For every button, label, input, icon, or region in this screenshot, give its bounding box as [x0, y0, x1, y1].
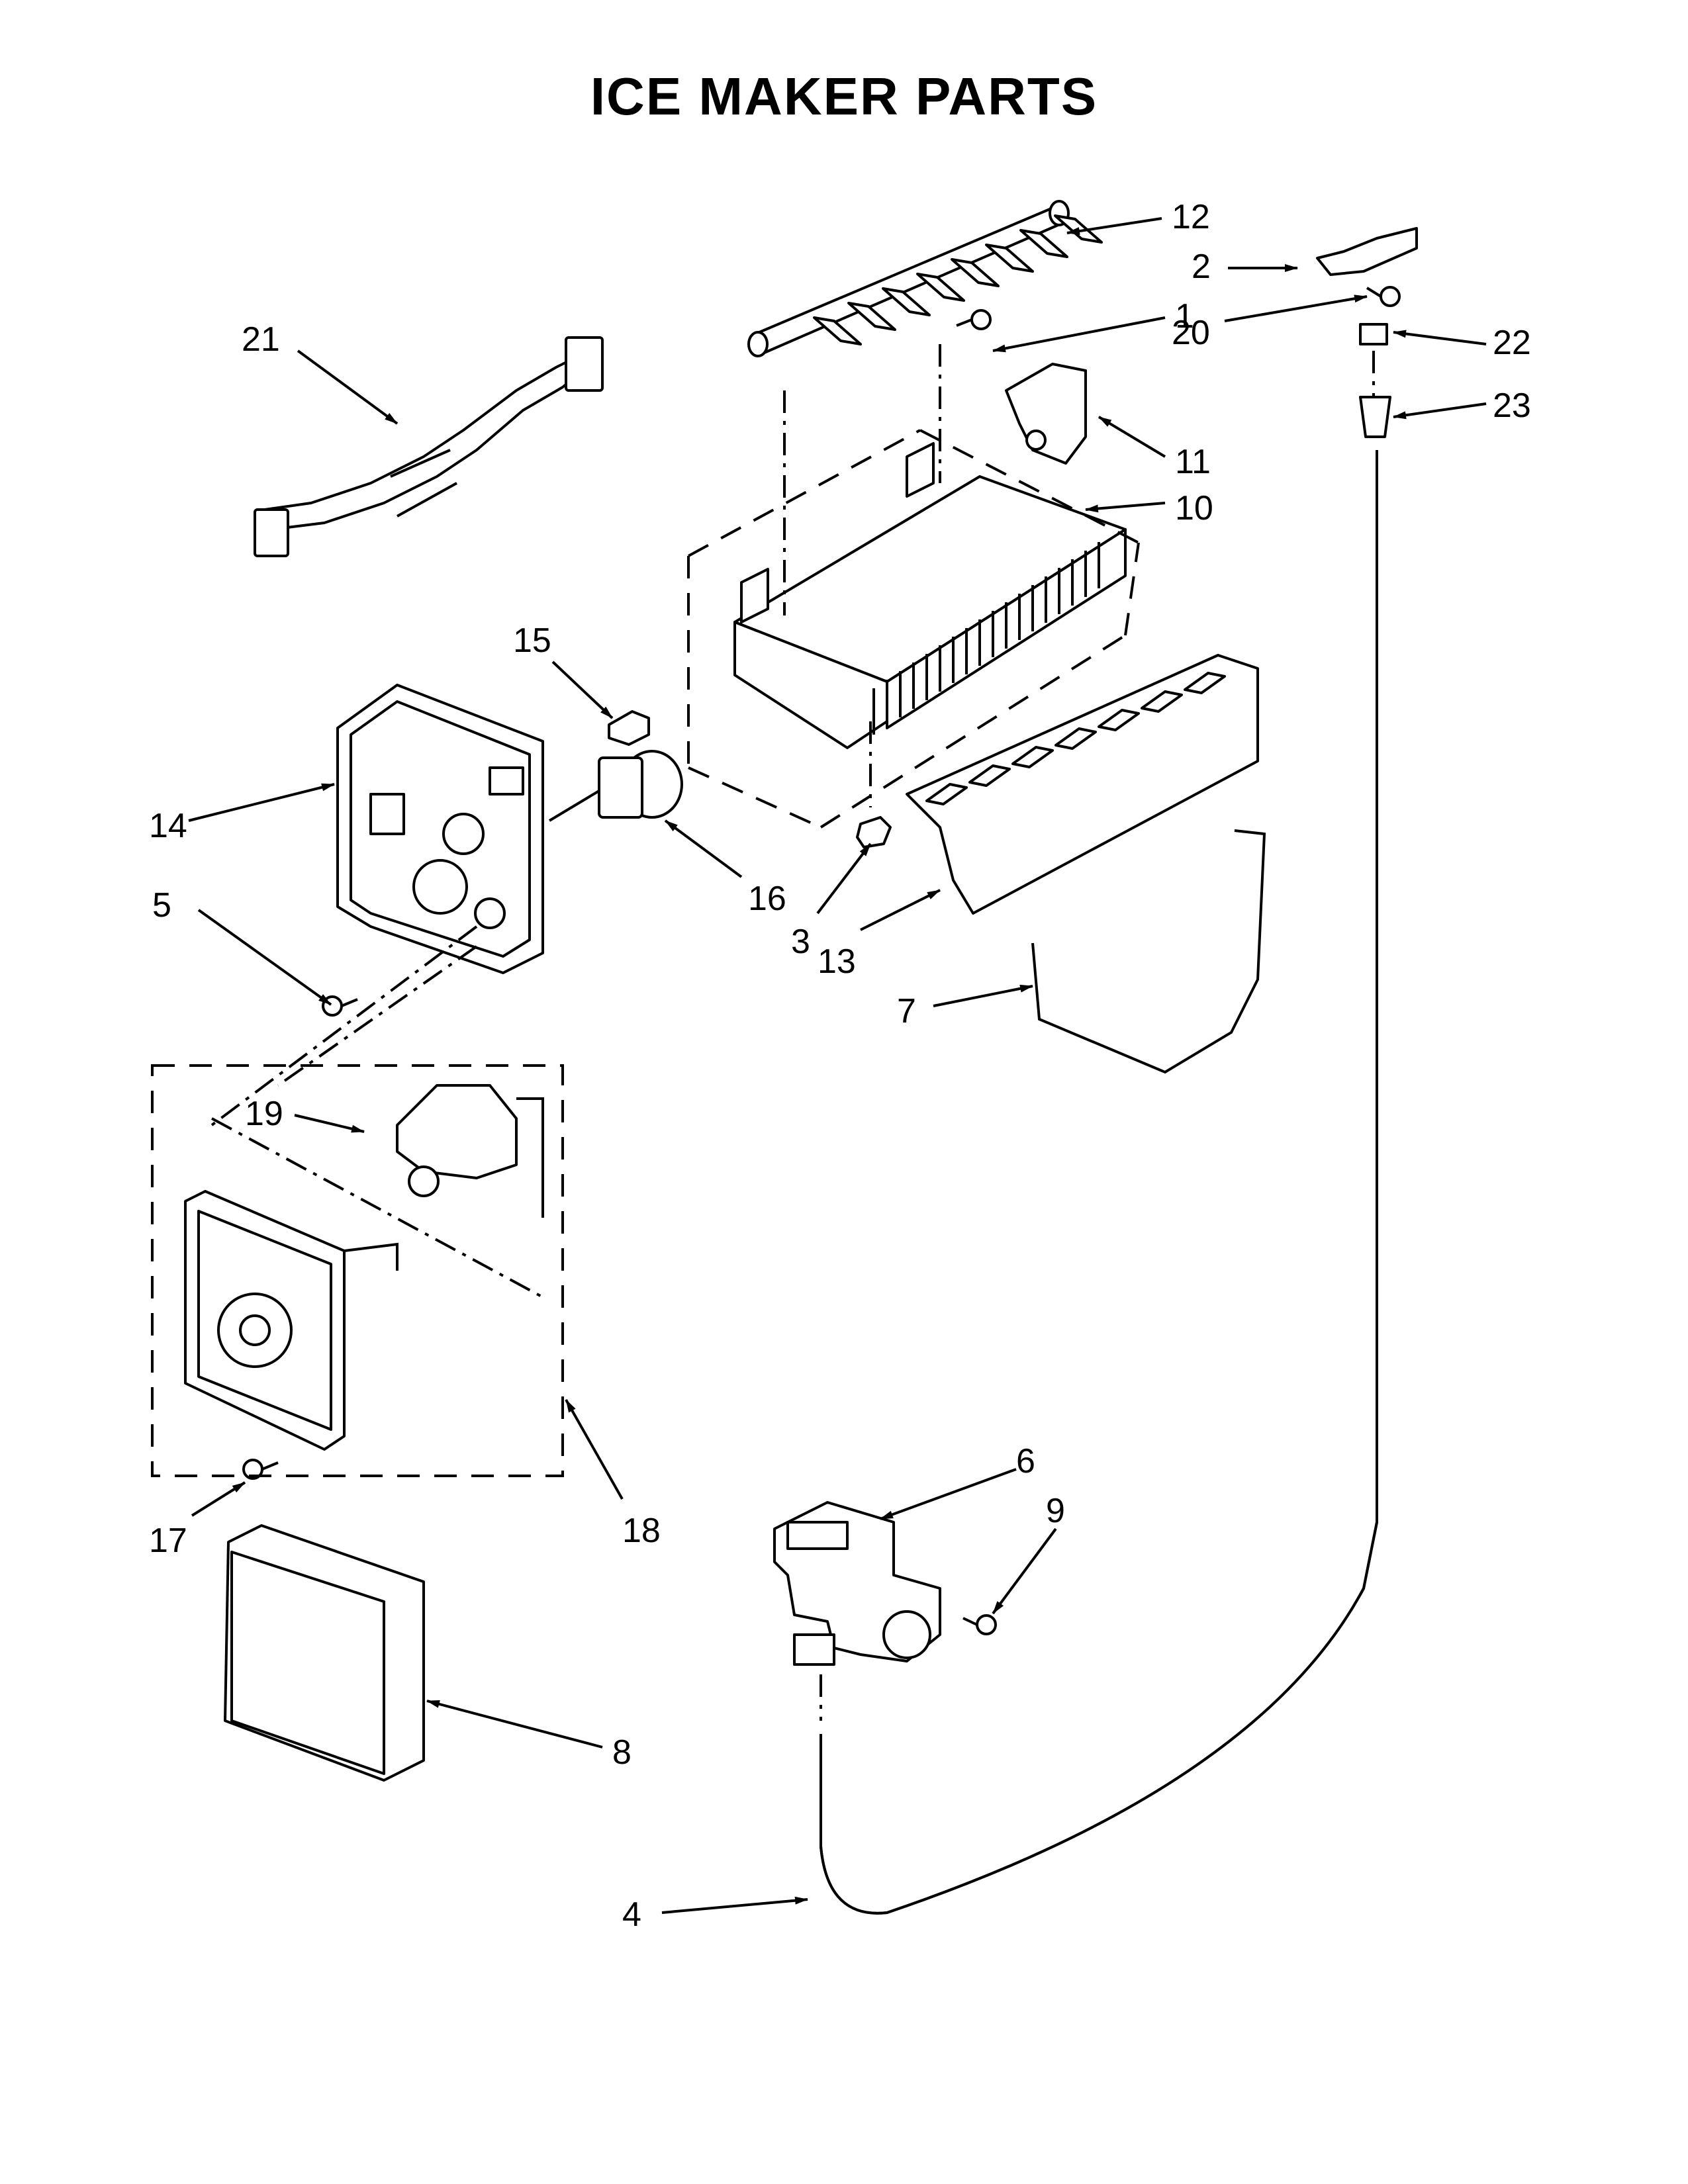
stripper-fin [1184, 672, 1226, 694]
callout-18: 18 [622, 1512, 661, 1550]
module-plate [184, 1190, 399, 1451]
callout-23: 23 [1493, 387, 1531, 425]
callout-labels: 12 2 1 20 22 23 11 10 21 15 14 16 5 3 13… [149, 198, 1531, 1934]
screw-17 [242, 1459, 279, 1480]
stripper-fin [1098, 709, 1140, 731]
ejector-blade [847, 302, 896, 331]
callout-leaders [188, 217, 1487, 1914]
screw-5 [322, 995, 358, 1017]
callout-19: 19 [245, 1095, 283, 1133]
callout-17: 17 [149, 1522, 187, 1560]
callout-10: 10 [1175, 489, 1213, 527]
stripper-fin [1011, 746, 1054, 768]
callout-20: 20 [1172, 314, 1210, 352]
callout-12: 12 [1172, 198, 1210, 236]
callout-14: 14 [149, 807, 187, 845]
ejector-blade [985, 244, 1034, 273]
ejector-blade [882, 287, 931, 316]
callout-21: 21 [242, 320, 280, 359]
stripper-fin [1141, 690, 1183, 713]
bail-arm [1031, 829, 1266, 1074]
stripper [906, 654, 1259, 915]
callout-1: 1 [1175, 297, 1194, 336]
stripper-fin [1055, 727, 1097, 750]
callout-4: 4 [622, 1895, 641, 1934]
callout-2: 2 [1192, 248, 1211, 286]
water-valve [773, 1501, 941, 1666]
module-motor [396, 1084, 544, 1218]
callout-5: 5 [152, 886, 171, 925]
nut [1359, 323, 1388, 345]
clip [608, 710, 650, 746]
screw-1 [956, 309, 992, 330]
fill-cup [1005, 363, 1087, 465]
callout-11: 11 [1175, 443, 1211, 481]
stripper-fin [968, 764, 1011, 787]
ice-maker-housing [336, 684, 544, 974]
callout-16: 16 [748, 880, 786, 918]
callout-22: 22 [1493, 324, 1531, 362]
ferrule [1359, 396, 1391, 438]
callout-3: 3 [791, 923, 810, 961]
ejector-blade [1019, 229, 1068, 258]
callout-8: 8 [612, 1733, 632, 1772]
ice-mold [733, 442, 1127, 749]
callout-9: 9 [1046, 1492, 1065, 1530]
tube-clamp [1316, 227, 1418, 276]
callout-13: 13 [818, 942, 856, 981]
screw-9 [962, 1614, 997, 1635]
bearing [856, 816, 892, 848]
module-cover [224, 1524, 425, 1782]
motor [548, 750, 683, 822]
screw-20 [1366, 286, 1401, 307]
module-kit-boundary [151, 1064, 564, 1477]
callout-15: 15 [513, 621, 551, 660]
callout-6: 6 [1016, 1442, 1035, 1480]
wire-harness [254, 336, 604, 557]
ejector-blade [916, 273, 965, 302]
stripper-fin [925, 783, 968, 805]
ejector-shaft [747, 200, 1103, 357]
callout-7: 7 [897, 992, 916, 1030]
page-title: ICE MAKER PARTS [590, 67, 1098, 126]
ejector-blade [951, 258, 1000, 287]
ejector-blade [813, 316, 862, 345]
